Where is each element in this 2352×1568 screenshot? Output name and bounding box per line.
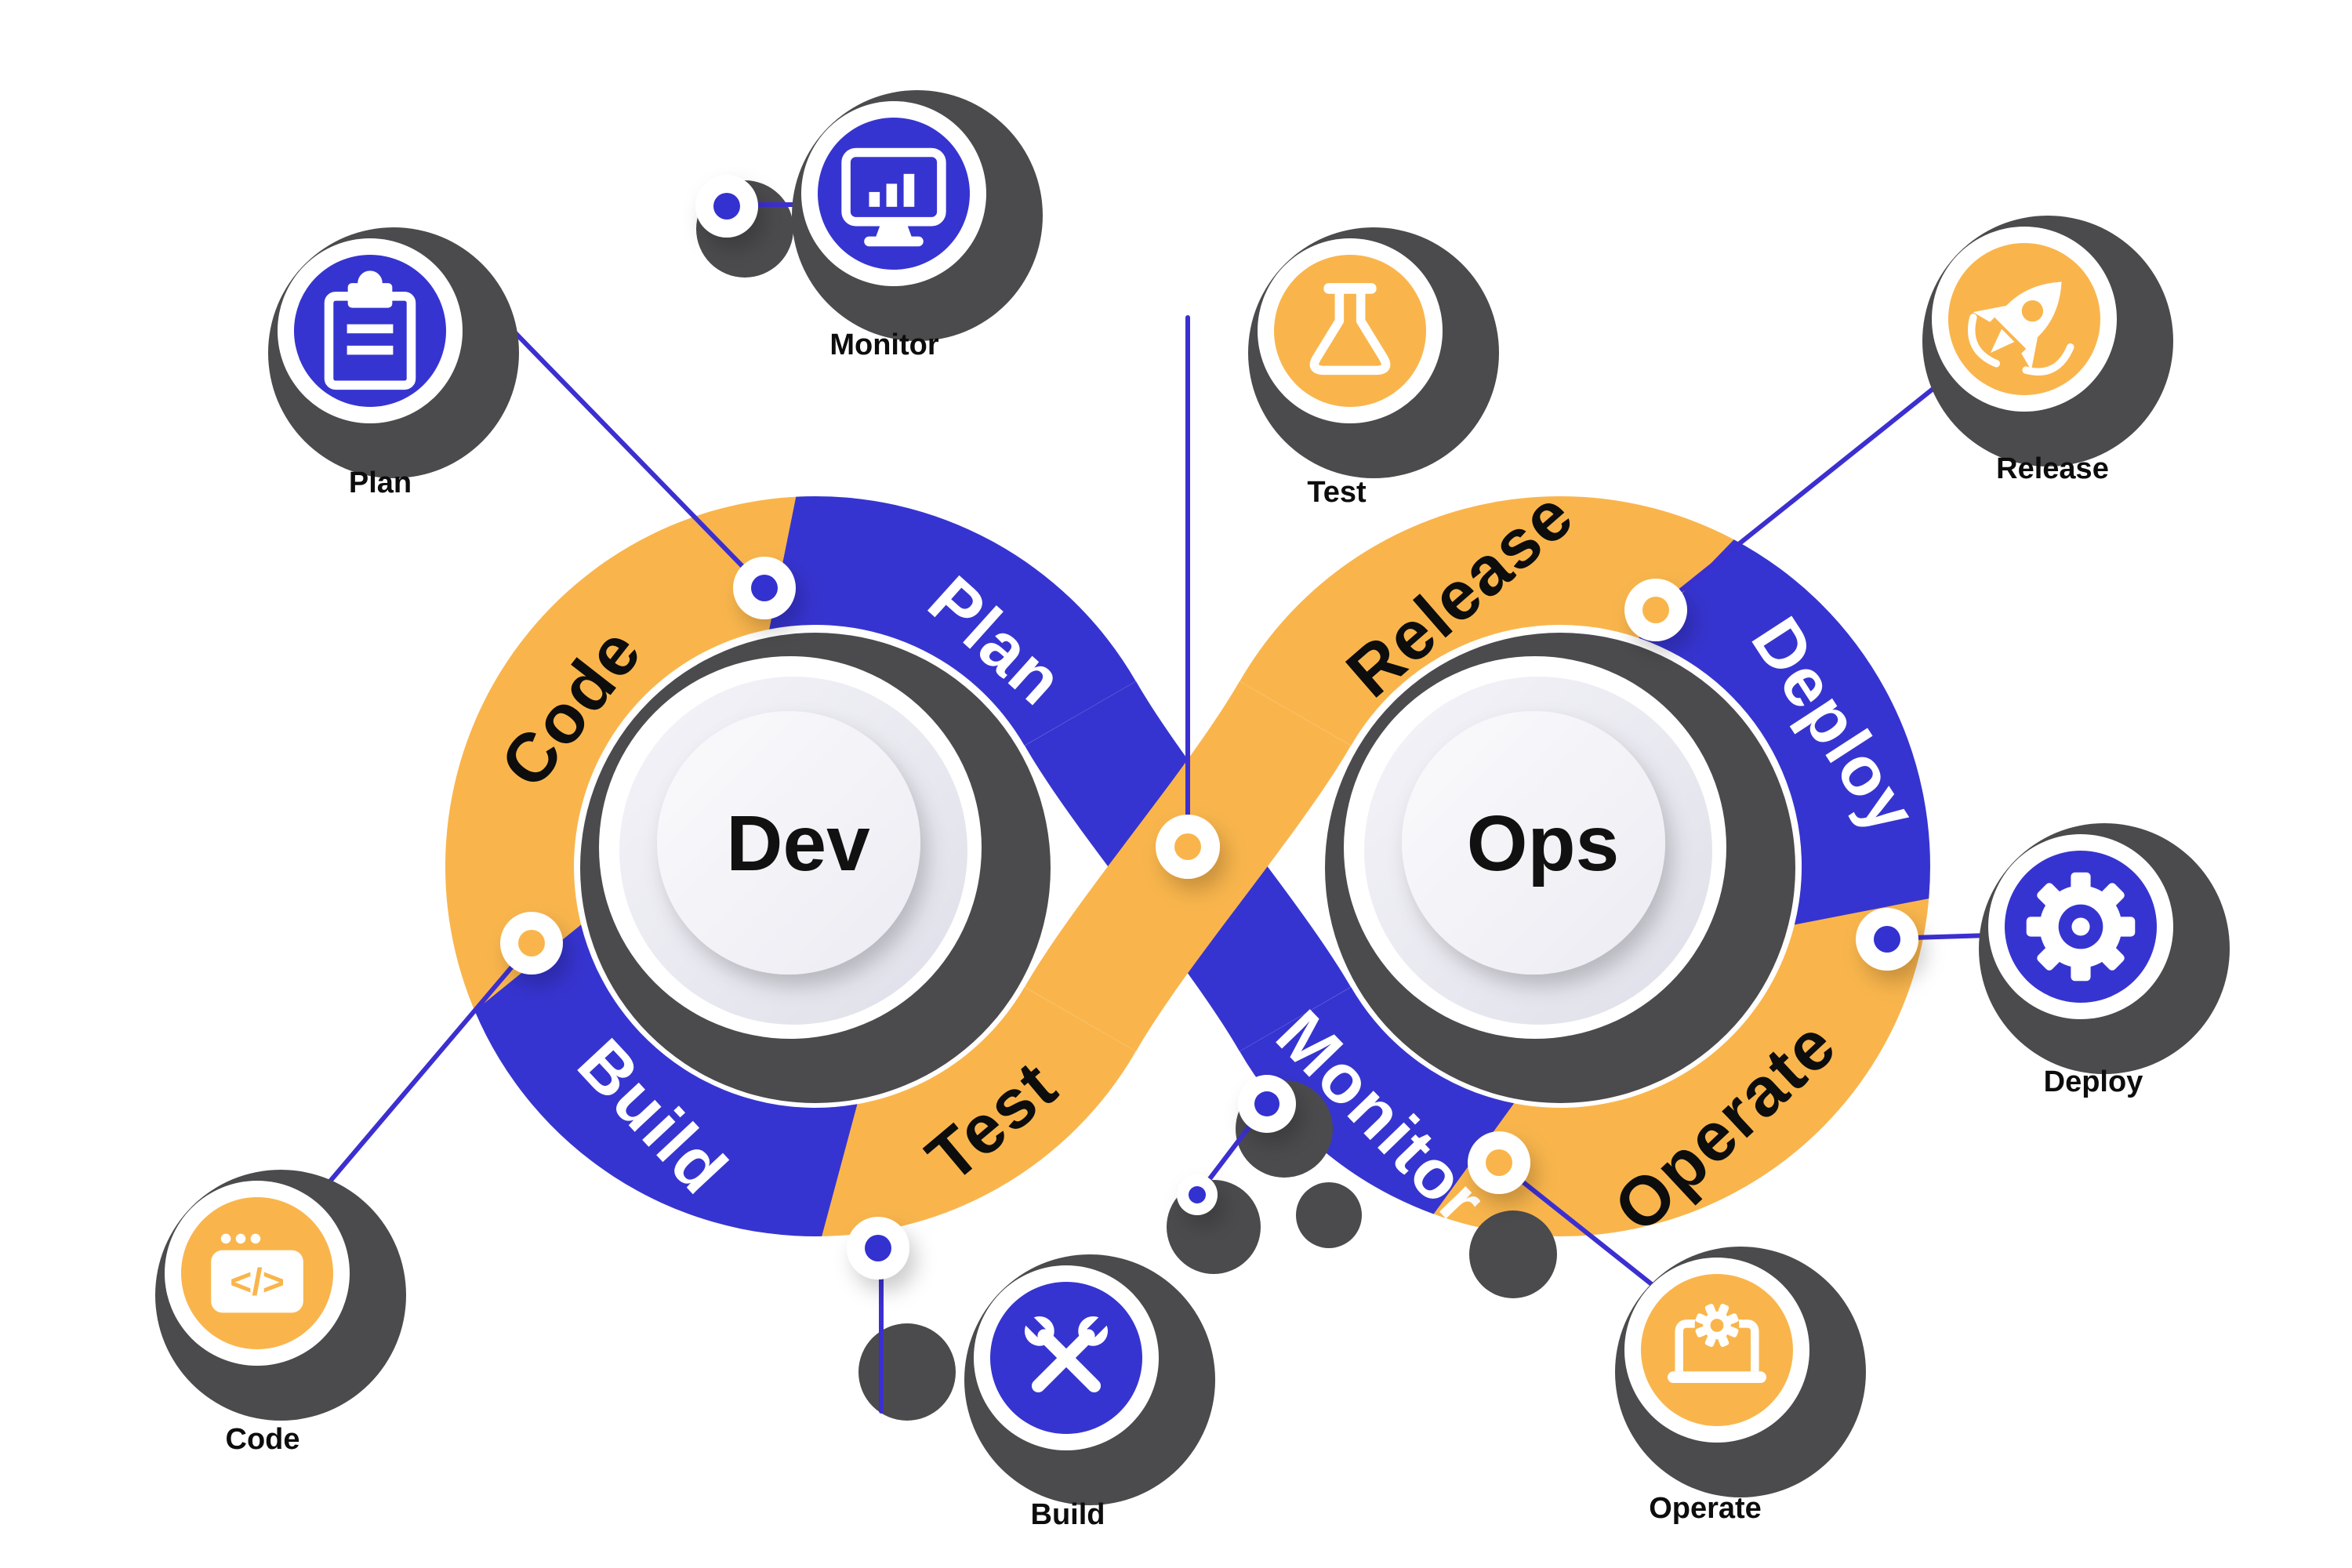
satellite-monitor: Monitor [792, 90, 1043, 361]
satellite-build: Build [964, 1254, 1215, 1531]
node-marker [1177, 1174, 1218, 1215]
ops-circle: Ops [1325, 633, 1795, 1103]
svg-text:</>: </> [230, 1261, 285, 1303]
satellite-accent-circle [1641, 1274, 1793, 1426]
node-marker [695, 175, 758, 238]
node-marker [1238, 1075, 1296, 1133]
satellite-label-build: Build [1031, 1498, 1105, 1531]
satellite-label-deploy: Deploy [2044, 1065, 2143, 1098]
connector-line [1655, 366, 1961, 612]
segment-monitor [1240, 987, 1515, 1214]
satellite-release: Release [1922, 216, 2173, 485]
connector-line [1498, 1162, 1671, 1300]
satellite-label-test: Test [1307, 476, 1367, 509]
laptop-gear-icon [1668, 1303, 1766, 1383]
segment-plan [769, 495, 1136, 746]
gear-icon [2026, 872, 2136, 982]
satellite-label-release: Release [1996, 452, 2109, 485]
node-marker [1156, 815, 1220, 879]
satellite-test: Test [1248, 227, 1499, 509]
dev-circle: Dev [580, 633, 1051, 1103]
satellite-label-operate: Operate [1649, 1492, 1762, 1525]
node-marker [733, 557, 796, 619]
dev-label: Dev [726, 800, 870, 887]
node-marker [1856, 908, 1918, 971]
flask-icon [1309, 283, 1391, 376]
ops-label: Ops [1467, 800, 1619, 887]
left-ring [445, 495, 1136, 1236]
segment-test [815, 987, 1136, 1236]
monitor-chart-icon [841, 147, 946, 247]
satellite-plan: Plan [268, 227, 519, 499]
satellite-label-monitor: Monitor [829, 328, 939, 361]
node-marker [1624, 579, 1687, 641]
connector-line [477, 294, 765, 590]
satellite-label-plan: Plan [349, 466, 412, 499]
satellite-deploy: Deploy [1979, 823, 2230, 1098]
segment-release [1240, 495, 1745, 746]
shadow-blob [1296, 1182, 1362, 1248]
segment-code [445, 496, 808, 1017]
satellite-label-code: Code [226, 1423, 300, 1456]
shadow-blob [858, 1323, 956, 1421]
wrenches-icon [1018, 1310, 1114, 1393]
satellite-code: </> Code [155, 1170, 406, 1456]
right-ring [1240, 495, 1930, 1236]
satellite-accent-circle [1274, 255, 1426, 407]
code-window-icon: </> [211, 1233, 303, 1313]
node-marker [847, 1217, 909, 1279]
node-marker [500, 912, 563, 975]
segment-operate [1421, 891, 1929, 1236]
shadow-blob [1469, 1210, 1557, 1298]
node-marker [1468, 1131, 1530, 1194]
rocket-icon [1968, 281, 2074, 376]
connector-line [318, 943, 532, 1196]
clipboard-icon [324, 270, 416, 390]
segment-build [474, 924, 858, 1236]
satellite-operate: Operate [1615, 1247, 1866, 1525]
segment-deploy [1639, 539, 1930, 925]
